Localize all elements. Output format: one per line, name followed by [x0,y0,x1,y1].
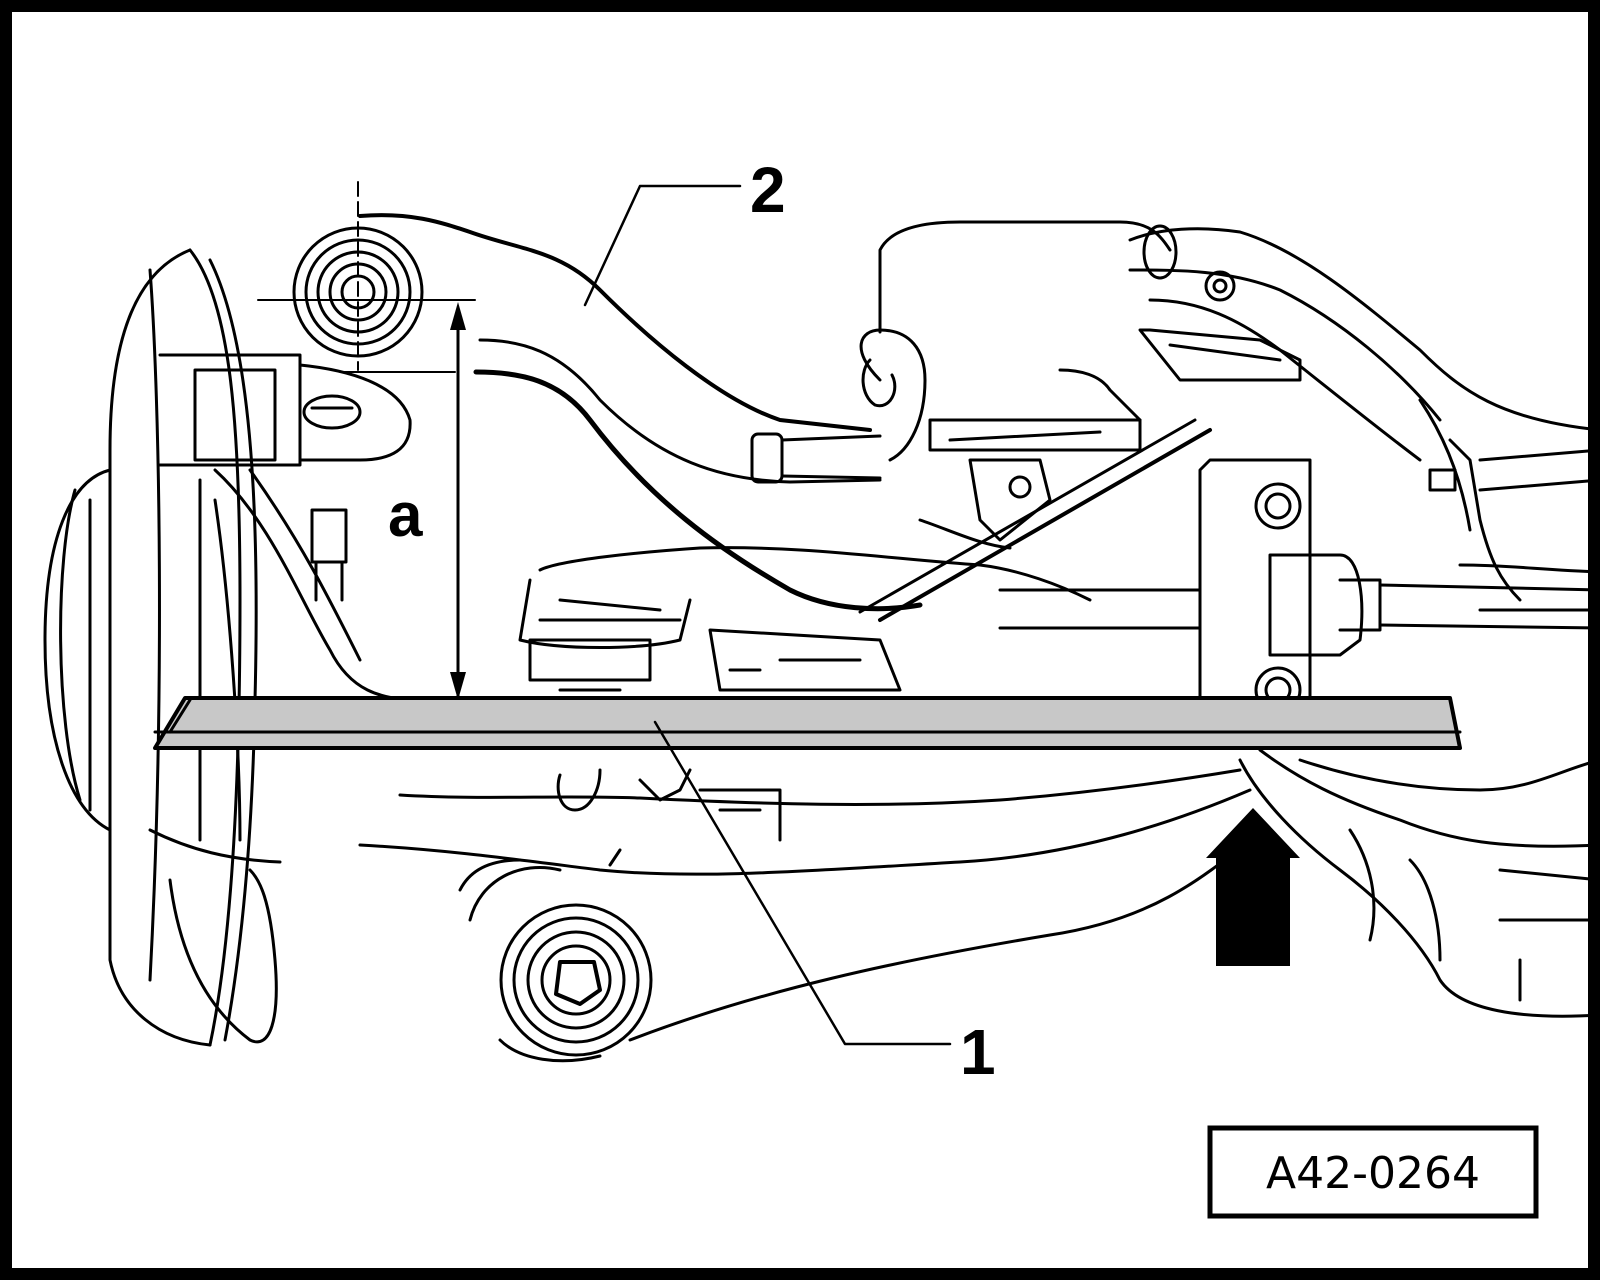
rear-crossmember-drawing [1238,748,1600,1018]
dimension-line-a [261,299,476,698]
lower-control-arm-drawing [358,768,1252,1063]
lift-direction-arrow [1206,808,1300,966]
leader-line-item-2 [583,184,742,307]
leader-lines [583,184,952,1046]
callout-item-1: 1 [960,1016,996,1088]
straightedge-drawing [153,696,1462,750]
reference-code-frame [1207,1125,1539,1219]
upper-control-arm-drawing [358,213,927,612]
wheel-hub-drawing [43,248,282,1047]
dimension-label-a: a [388,481,423,550]
reference-code-box: A42-0264 [1207,1125,1539,1219]
subframe-drawing [878,220,1600,612]
dimension-arrowheads [450,302,466,700]
callout-item-2: 2 [750,154,786,226]
leader-line-item-1 [653,720,952,1046]
suspension-line-art [43,181,1600,1063]
tie-rod-drawing [858,418,1212,622]
lower-bracket-drawing [518,518,1092,692]
reference-code: A42-0264 [1266,1148,1480,1199]
